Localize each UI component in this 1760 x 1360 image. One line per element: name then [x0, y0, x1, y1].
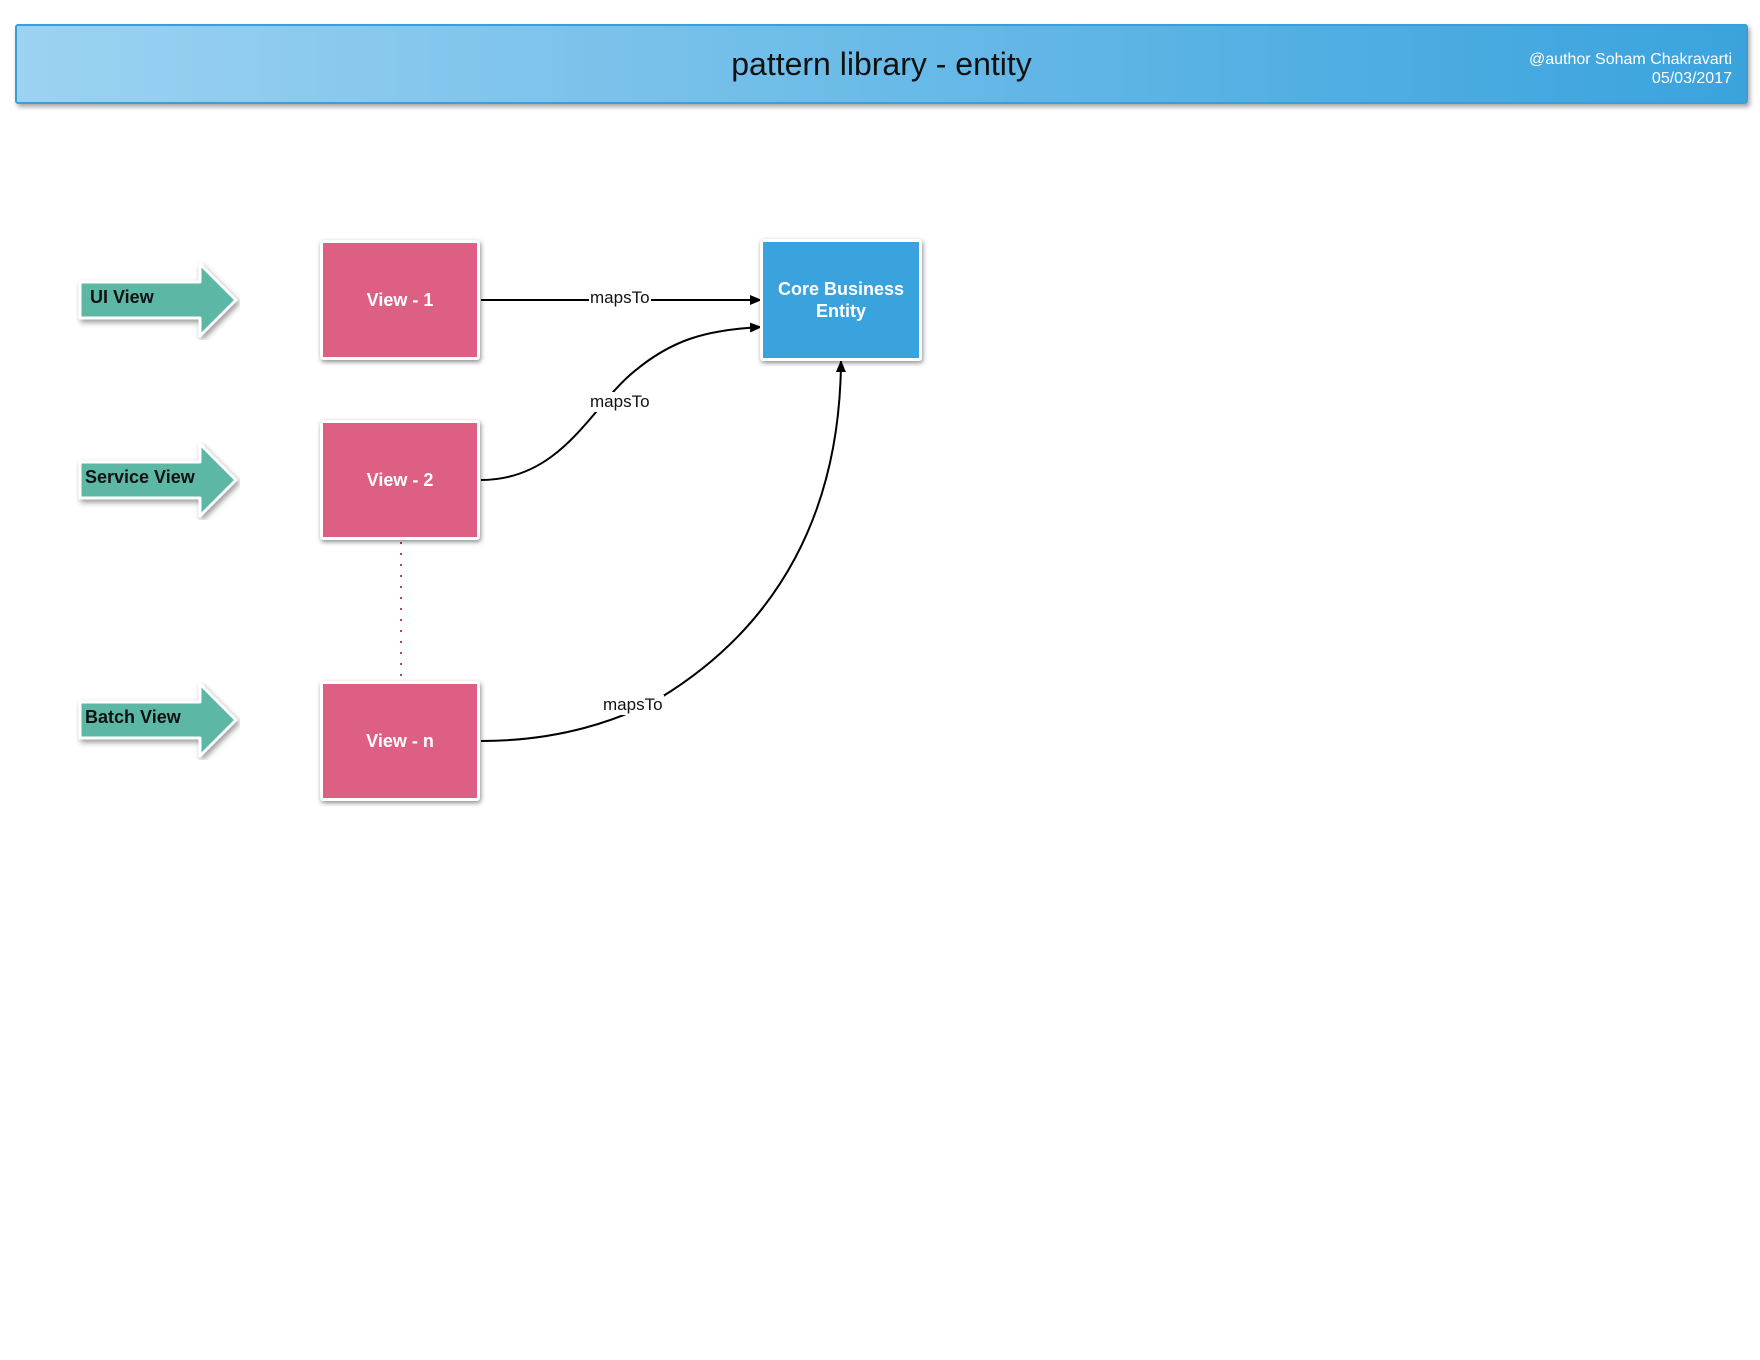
layer-label-service: Service View — [85, 467, 195, 487]
connector-label: mapsTo — [589, 392, 651, 412]
author-label: @author Soham Chakravarti — [1529, 51, 1732, 68]
view-box-2[interactable]: View - 2 — [320, 420, 480, 540]
layer-arrow-service — [78, 442, 238, 518]
view-box-label: View - n — [366, 730, 434, 751]
connector-label: mapsTo — [602, 695, 664, 715]
connector-viewn-entity — [480, 360, 846, 742]
page-title: pattern library - entity — [731, 46, 1032, 82]
layer-arrow-batch — [78, 682, 238, 758]
view-box-label: View - 1 — [366, 289, 434, 310]
author-info: @author Soham Chakravarti 05/03/2017 — [1529, 50, 1732, 88]
layer-label-ui: UI View — [90, 287, 154, 307]
header-banner: pattern library - entity @author Soham C… — [15, 24, 1748, 104]
layer-arrow-ui — [78, 262, 238, 338]
core-entity-label: Core Business Entity — [777, 279, 905, 321]
date-label: 05/03/2017 — [1651, 70, 1732, 87]
core-entity-box[interactable]: Core Business Entity — [760, 239, 922, 361]
layer-label-batch: Batch View — [85, 707, 181, 727]
connector-label: mapsTo — [589, 288, 651, 308]
view-box-label: View - 2 — [366, 469, 434, 490]
view-box-n[interactable]: View - n — [320, 681, 480, 801]
view-box-1[interactable]: View - 1 — [320, 240, 480, 360]
